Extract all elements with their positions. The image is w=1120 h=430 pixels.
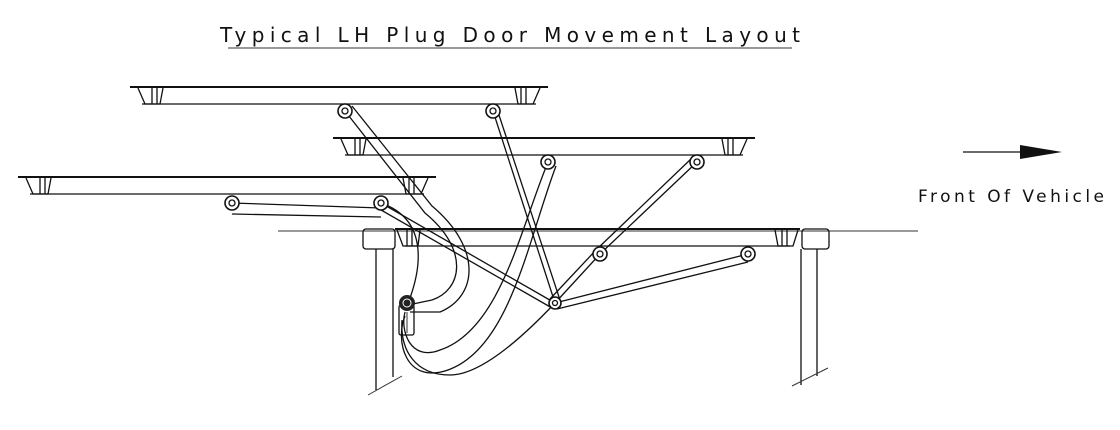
- door-panel-position-1: [130, 86, 548, 105]
- door-panel-position-3: [18, 176, 436, 195]
- pivot-icon: [540, 154, 556, 170]
- central-pivot-icon: [548, 296, 562, 310]
- pivot-points: [224, 103, 756, 310]
- door-panel-closed: [395, 228, 800, 247]
- pivot-icon: [337, 103, 353, 119]
- door-panel-position-2: [333, 137, 755, 156]
- left-door-post: [362, 228, 403, 396]
- pivot-icon: [224, 195, 240, 211]
- direction-label: Front Of Vehicle: [918, 187, 1104, 207]
- pivot-icon: [485, 103, 501, 119]
- linkage-arms: [231, 105, 749, 376]
- pivot-icon: [740, 246, 756, 262]
- pivot-icon: [689, 154, 705, 170]
- front-arrow-icon: [963, 145, 1062, 159]
- pivot-icon: [592, 246, 608, 262]
- right-door-post: [791, 228, 830, 387]
- pivot-icon: [373, 195, 389, 211]
- roller-bracket-icon: [398, 295, 415, 336]
- diagram-title: Typical LH Plug Door Movement Layout: [219, 23, 800, 47]
